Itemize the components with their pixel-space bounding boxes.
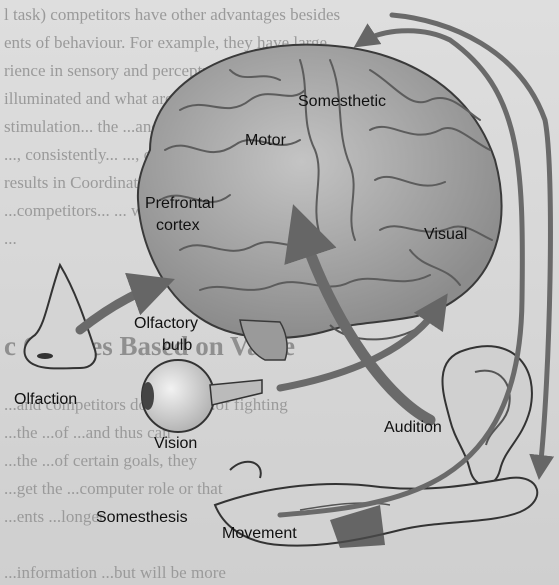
label-visual: Visual <box>424 226 467 243</box>
ear-illustration <box>443 346 532 485</box>
bg-line: l task) competitors have other advantage… <box>4 5 340 24</box>
label-movement: Movement <box>222 525 297 542</box>
label-somesthesis: Somesthesis <box>96 509 188 526</box>
label-motor: Motor <box>245 132 287 149</box>
bg-line: ... <box>4 229 17 248</box>
label-prefrontal-2: cortex <box>156 217 200 234</box>
bg-line: ...get the ...computer role or that <box>4 479 223 498</box>
nose-illustration <box>24 265 95 368</box>
bg-line: ...the ...of ...and thus can <box>4 423 171 442</box>
label-olfaction: Olfaction <box>14 391 77 408</box>
bg-line: ...information ...but will be more <box>4 563 226 582</box>
label-olfactory-2: bulb <box>162 337 192 354</box>
eye-illustration <box>142 360 262 432</box>
label-vision: Vision <box>154 435 197 452</box>
label-somesthetic: Somesthetic <box>298 93 386 110</box>
bg-line: ...the ...of certain goals, they <box>4 451 198 470</box>
label-prefrontal-1: Prefrontal <box>145 195 214 212</box>
bg-line: ...ents ...longer <box>4 507 105 526</box>
label-olfactory-1: Olfactory <box>134 315 198 332</box>
label-audition: Audition <box>384 419 442 436</box>
